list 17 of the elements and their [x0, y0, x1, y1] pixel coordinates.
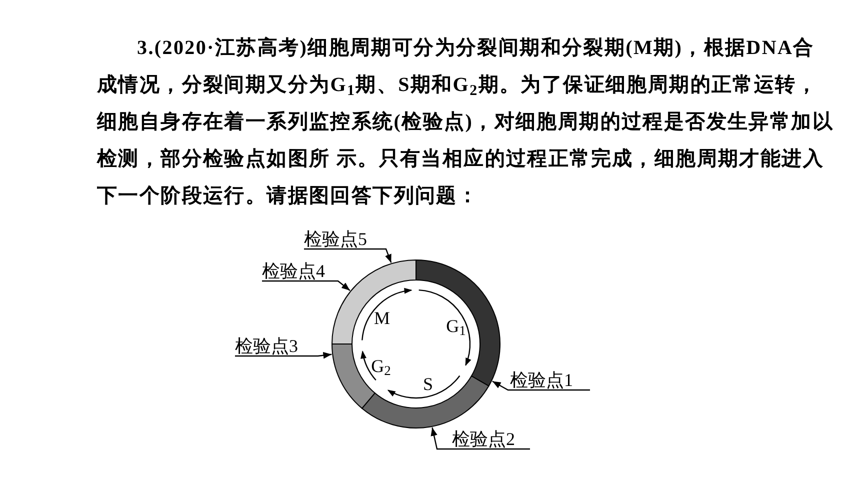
leader-line	[235, 352, 332, 359]
leader-line	[492, 380, 590, 391]
phase-label: G$_{2}$	[371, 356, 391, 376]
checkpoint-label: 检验点1	[510, 370, 573, 390]
checkpoint-label: 检验点2	[452, 429, 515, 449]
phase-label: S	[423, 374, 433, 394]
checkpoint-label: 检验点3	[235, 336, 298, 356]
phase-label: G$_{1}$	[446, 316, 466, 336]
checkpoint-label: 检验点5	[304, 229, 367, 249]
phase-label: M	[374, 308, 390, 328]
question-text: 3.(2020·江苏高考)细胞周期可分为分裂间期和分裂期(M期)，根据DNA合成情况，分裂间期又分为G$_{1}$期、S期和G$_{2}$期。为了保证细胞周期的正常运转，细胞自身存在着一系列监控系统(检验点)，对细胞周期的过程是否发生异常加以检测，部分检验点如图所 示。只有当相应的过程正常完成，细胞周期才能进入下一个阶段运行。请据图回答下列问题：	[97, 36, 835, 209]
leader-line	[430, 427, 530, 450]
ring-segment	[362, 376, 490, 428]
leader-line	[262, 280, 350, 291]
checkpoint-label: 检验点4	[262, 261, 325, 281]
ring-segment	[332, 260, 416, 344]
leader-line	[304, 248, 392, 263]
